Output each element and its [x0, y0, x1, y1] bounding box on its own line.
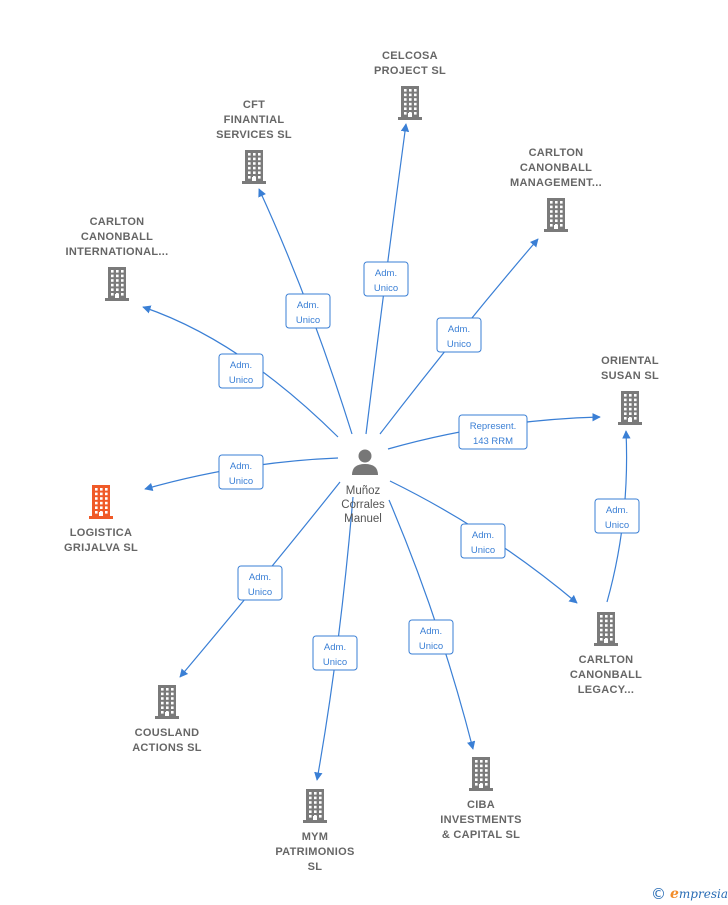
- building-icon[interactable]: [398, 86, 422, 120]
- role-label-text: Unico: [229, 375, 253, 386]
- company-node-cft[interactable]: CFT FINANTIAL SERVICES SL: [216, 99, 292, 184]
- role-label-p-cmgmt[interactable]: Adm. Unico: [436, 317, 482, 353]
- role-label-text: Unico: [248, 587, 272, 598]
- person-icon: [352, 449, 378, 475]
- company-label: GRIJALVA SL: [64, 542, 138, 554]
- company-label: PROJECT SL: [374, 65, 446, 77]
- person-label: Corrales: [341, 499, 385, 511]
- role-label-p-logistica[interactable]: Adm. Unico: [218, 454, 264, 490]
- role-label-text: Adm.: [324, 642, 346, 653]
- building-icon[interactable]: [618, 391, 642, 425]
- company-node-legacy[interactable]: CARLTON CANONBALL LEGACY...: [570, 612, 642, 696]
- building-icon[interactable]: [469, 757, 493, 791]
- role-label-text: 143 RRM: [473, 436, 513, 447]
- role-label-text: Unico: [229, 476, 253, 487]
- company-label: SERVICES SL: [216, 129, 292, 141]
- role-label-legacy-oriental[interactable]: Adm. Unico: [594, 498, 640, 534]
- role-label-p-oriental[interactable]: Represent. 143 RRM: [458, 414, 528, 450]
- company-label: CARLTON: [90, 216, 145, 228]
- company-label: CARLTON: [529, 147, 584, 159]
- company-label: SL: [308, 861, 323, 873]
- company-label: LEGACY...: [578, 684, 635, 696]
- company-label: CANONBALL: [570, 669, 642, 681]
- company-label: CARLTON: [579, 654, 634, 666]
- role-labels-layer: Adm.UnicoAdm.UnicoAdm.UnicoAdm.UnicoRepr…: [218, 261, 640, 671]
- company-label: CFT: [243, 99, 265, 111]
- company-label: INTERNATIONAL...: [66, 246, 169, 258]
- person-label: Manuel: [344, 513, 382, 525]
- role-label-text: Represent.: [470, 421, 516, 432]
- building-icon[interactable]: [303, 789, 327, 823]
- role-label-text: Adm.: [230, 461, 252, 472]
- role-label-text: Adm.: [297, 300, 319, 311]
- role-label-text: Unico: [296, 315, 320, 326]
- role-label-text: Adm.: [606, 505, 628, 516]
- company-label: MYM: [302, 831, 329, 843]
- company-node-oriental[interactable]: ORIENTAL SUSAN SL: [601, 355, 659, 425]
- building-icon[interactable]: [155, 685, 179, 719]
- brand-name: mpresia: [678, 887, 728, 901]
- role-label-text: Adm.: [249, 572, 271, 583]
- role-label-text: Unico: [605, 520, 629, 531]
- role-label-p-celcosa[interactable]: Adm. Unico: [363, 261, 409, 297]
- company-label: & CAPITAL SL: [442, 829, 520, 841]
- role-label-text: Adm.: [472, 530, 494, 541]
- role-label-text: Unico: [323, 657, 347, 668]
- company-node-cousland[interactable]: COUSLAND ACTIONS SL: [132, 685, 202, 754]
- role-label-p-legacy[interactable]: Adm. Unico: [460, 523, 506, 559]
- company-label: CANONBALL: [81, 231, 153, 243]
- role-label-text: Unico: [471, 545, 495, 556]
- company-label: CANONBALL: [520, 162, 592, 174]
- role-label-text: Adm.: [230, 360, 252, 371]
- company-label: MANAGEMENT...: [510, 177, 602, 189]
- company-label: ORIENTAL: [601, 355, 659, 367]
- footer-brand[interactable]: © empresia: [651, 884, 728, 904]
- role-label-p-cousland[interactable]: Adm. Unico: [237, 565, 283, 601]
- building-icon[interactable]: [594, 612, 618, 646]
- role-label-p-ciba[interactable]: Adm. Unico: [408, 619, 454, 655]
- company-node-cmgmt[interactable]: CARLTON CANONBALL MANAGEMENT...: [510, 147, 602, 232]
- role-label-text: Adm.: [448, 324, 470, 335]
- copyright-icon: ©: [651, 885, 666, 903]
- building-icon[interactable]: [242, 150, 266, 184]
- brand-initial: e: [670, 886, 679, 902]
- role-label-text: Unico: [447, 339, 471, 350]
- company-label: PATRIMONIOS: [275, 846, 354, 858]
- company-label: LOGISTICA: [70, 527, 133, 539]
- building-icon[interactable]: [544, 198, 568, 232]
- company-node-cintl[interactable]: CARLTON CANONBALL INTERNATIONAL...: [66, 216, 169, 301]
- company-label: COUSLAND: [135, 727, 200, 739]
- role-label-text: Adm.: [420, 626, 442, 637]
- role-label-text: Adm.: [375, 268, 397, 279]
- company-node-ciba[interactable]: CIBA INVESTMENTS & CAPITAL SL: [440, 757, 522, 841]
- company-label: INVESTMENTS: [440, 814, 522, 826]
- company-label: CELCOSA: [382, 50, 438, 62]
- company-node-celcosa[interactable]: CELCOSA PROJECT SL: [374, 50, 446, 120]
- role-label-p-cintl[interactable]: Adm. Unico: [218, 353, 264, 389]
- role-label-text: Unico: [374, 283, 398, 294]
- company-label: FINANTIAL: [224, 114, 285, 126]
- role-label-p-cft[interactable]: Adm. Unico: [285, 293, 331, 329]
- company-node-mym[interactable]: MYM PATRIMONIOS SL: [275, 789, 354, 873]
- building-icon[interactable]: [89, 485, 113, 519]
- building-icon[interactable]: [105, 267, 129, 301]
- brand-logo[interactable]: empresia: [670, 886, 728, 902]
- role-label-text: Unico: [419, 641, 443, 652]
- nodes-layer: CELCOSA PROJECT SL CFT FINANTIAL SERVICES SL…: [64, 50, 659, 873]
- person-label: Muñoz: [346, 485, 381, 497]
- company-label: ACTIONS SL: [132, 742, 202, 754]
- company-label: CIBA: [467, 799, 495, 811]
- company-node-logistica[interactable]: LOGISTICA GRIJALVA SL: [64, 485, 138, 554]
- company-label: SUSAN SL: [601, 370, 659, 382]
- role-label-p-mym[interactable]: Adm. Unico: [312, 635, 358, 671]
